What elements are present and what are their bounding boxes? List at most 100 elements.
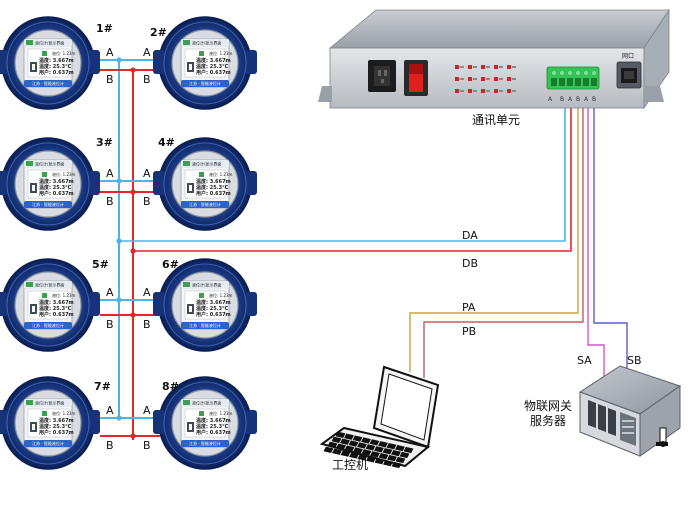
bus-label: A: [106, 167, 114, 180]
meter-number: 6#: [162, 258, 179, 271]
keyboard-key: [361, 449, 372, 456]
terminal-screw: [559, 78, 565, 86]
meter-footer: 江苏 · 智能液位计: [32, 322, 64, 328]
keyboard-key: [403, 446, 414, 454]
server-icon: [578, 365, 682, 457]
led-mark: [486, 66, 490, 68]
status-led: [481, 77, 485, 81]
laptop-caption: 工控机: [332, 458, 368, 472]
keyboard-key: [395, 444, 405, 452]
led-mark: [499, 90, 503, 92]
meter-text: 液位: 1.23m: [52, 410, 76, 416]
meter-text: 液位: 1.23m: [52, 292, 76, 298]
terminal-label: B: [560, 96, 564, 103]
status-led: [468, 89, 472, 93]
terminal-screw: [583, 78, 589, 86]
meter-text: 液位: 1.23m: [209, 410, 233, 416]
meter-text: 液位计/显示界面: [192, 161, 221, 167]
led-mark: [473, 78, 477, 80]
bus-label: A: [143, 167, 151, 180]
meter-text: 温度: 3.667m: [39, 57, 74, 64]
meter-text: 液位计/显示界面: [192, 282, 221, 288]
keyboard-key: [383, 459, 393, 467]
meter-text: 液位计/显示界面: [192, 40, 221, 46]
meter-text: 用户: 0.637m: [195, 311, 231, 318]
meter-text: 液位计/显示界面: [192, 400, 221, 406]
bus-label: A: [106, 286, 114, 299]
keyboard-key: [378, 453, 389, 460]
db-wire: [133, 95, 572, 252]
meter-footer: 江苏 · 智能液位计: [189, 440, 221, 446]
meter-text: 温度: 3.667m: [39, 178, 74, 185]
bus-label: A: [143, 404, 151, 417]
bus-label: A: [143, 286, 151, 299]
meter-number: 3#: [96, 136, 113, 149]
keyboard-key: [327, 441, 338, 448]
terminal-top: [584, 71, 588, 75]
meter-number: 1#: [96, 22, 113, 35]
meter-number: 7#: [94, 380, 111, 393]
led-mark: [473, 90, 477, 92]
keyboard-key: [344, 433, 354, 440]
meter-text: 温度: 25.3°C: [196, 423, 229, 430]
status-led: [494, 65, 498, 69]
meter-number: 8#: [162, 380, 179, 393]
laptop-icon: [319, 365, 440, 469]
meter-text: 温度: 25.3°C: [39, 63, 72, 70]
meter-text: 温度: 25.3°C: [39, 423, 72, 430]
meter-text: 温度: 25.3°C: [39, 184, 72, 191]
meter-text: 用户: 0.637m: [38, 311, 74, 318]
terminal-label: B: [576, 96, 580, 103]
bus-label: B: [143, 195, 151, 208]
row-wires-2: [100, 178, 160, 195]
status-led: [481, 89, 485, 93]
status-led: [481, 65, 485, 69]
meter-footer: 江苏 · 智能液位计: [32, 440, 64, 446]
led-mark: [512, 78, 516, 80]
meter-text: 温度: 3.667m: [39, 299, 74, 306]
keyboard-key: [332, 448, 342, 455]
unit-caption: 通讯单元: [472, 113, 520, 127]
port-label: 网口: [622, 53, 634, 60]
keyboard-key: [382, 448, 393, 455]
sb-label: SB: [627, 354, 642, 367]
meter-footer: 江苏 · 智能液位计: [32, 80, 64, 86]
status-led: [494, 77, 498, 81]
meter-text: 温度: 3.667m: [39, 417, 74, 424]
meter-text: 液位计/显示界面: [35, 161, 64, 167]
bus-label: B: [143, 73, 151, 86]
meter-footer: 江苏 · 智能液位计: [189, 80, 221, 86]
terminal-label: A: [584, 96, 589, 103]
meter-text: 液位: 1.23m: [52, 171, 76, 177]
keyboard-key: [349, 452, 359, 459]
bus-label: B: [106, 73, 114, 86]
terminal-screw: [551, 78, 557, 86]
keyboard-key: [365, 444, 376, 451]
wires-group: [100, 57, 628, 440]
row-wires-4: [100, 415, 160, 439]
keyboard-key: [395, 456, 406, 464]
meter-text: 用户: 0.637m: [38, 429, 74, 436]
terminal-top: [576, 71, 580, 75]
terminal-top: [592, 71, 596, 75]
meter-text: 温度: 25.3°C: [196, 305, 229, 312]
meter-text: 温度: 3.667m: [196, 178, 231, 185]
meter-text: 用户: 0.637m: [38, 69, 74, 76]
meter-text: 液位: 1.23m: [209, 292, 233, 298]
status-led: [494, 89, 498, 93]
led-mark: [499, 78, 503, 80]
keyboard-key: [335, 431, 346, 438]
keyboard-key: [369, 439, 380, 446]
keyboard-key: [357, 442, 367, 449]
keyboard-key: [374, 446, 384, 453]
keyboard-key: [352, 435, 363, 442]
led-mark: [486, 78, 490, 80]
sb-wire: [593, 95, 628, 370]
server-caption-line2: 服务器: [530, 413, 566, 428]
db-label: DB: [462, 257, 478, 270]
pb-label: PB: [462, 325, 476, 338]
